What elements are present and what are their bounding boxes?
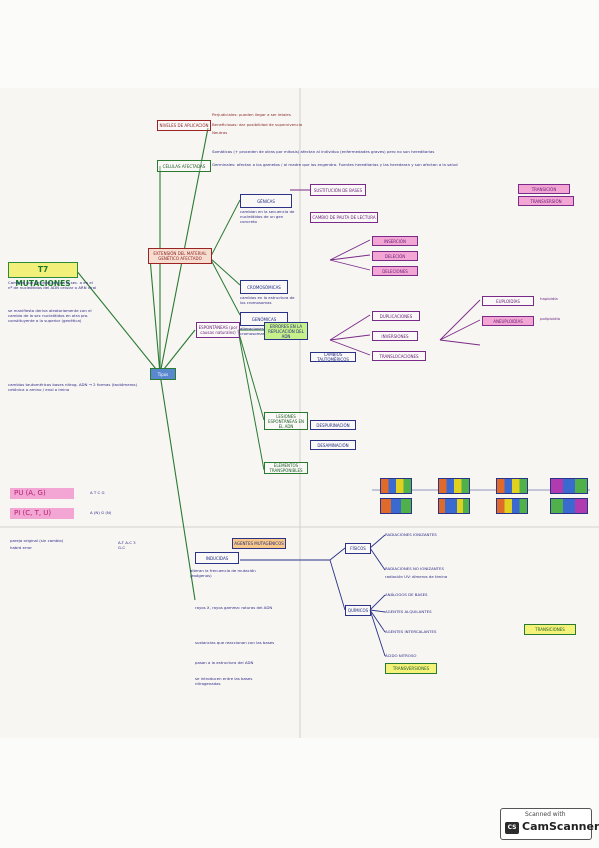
watermark-brand: CamScanner	[522, 820, 599, 833]
induced-transiciones: TRANSICIONES	[524, 624, 576, 635]
induced-chemical: QUÍMICOS	[345, 605, 371, 616]
spont-replication: ERRORES EN LA REPLICACIÓN DEL ADN	[264, 322, 308, 340]
gene-transversion: TRANSVERSIÓN	[518, 196, 574, 206]
gene-heading: GÉNICAS	[240, 194, 292, 208]
key-pyrimidines: PI (C, T, U)	[10, 508, 74, 519]
stripe-translocation-result	[550, 498, 588, 514]
bottom-pairs: A-T A-C 3 G-C	[118, 540, 136, 550]
induced-note-1: rayos X, rayos gamma: roturas del ADN	[195, 605, 273, 610]
camscanner-logo-icon: CS	[505, 822, 519, 834]
bottom-error: habrá error	[10, 545, 32, 550]
spont-transposicion: ELEMENTOS TRANSPONIBLES	[264, 462, 308, 474]
branch-extent: EXTENSIÓN DEL MATERIAL GENÉTICO AFECTADO	[148, 248, 212, 264]
stripe-inversion-result	[496, 498, 528, 514]
chrom-duplicaciones: DUPLICACIONES	[372, 311, 420, 321]
stripe-deletion-result	[380, 498, 412, 514]
gene-cambio-pauta: CAMBIO DE PAUTA DE LECTURA	[310, 212, 378, 223]
mind-map-sheet	[0, 88, 599, 738]
chrom-inversiones: INVERSIONES	[372, 331, 418, 341]
genomic-euploidias: EUPLOIDÍAS	[482, 296, 534, 306]
induced-intercalantes: AGENTES INTERCALANTES	[385, 629, 437, 634]
key-purines: PU (A, G)	[10, 488, 74, 499]
induced-physical: FÍSICOS	[345, 543, 371, 554]
induced-note-3: pasan a la estructura del ADN	[195, 660, 254, 665]
pairing-pu-detail: A T C G	[90, 490, 105, 495]
stripe-duplication-result	[438, 498, 470, 514]
chrom-deleciones: DELECIONES	[372, 266, 418, 276]
tautomeric-note: cambios tautoméricos bases nitrog. ADN →…	[8, 382, 138, 392]
induced-acido-nitroso: ÁCIDO NITROSO	[385, 653, 417, 658]
gene-insercion: INSERCIÓN	[372, 236, 418, 246]
spont-tautomeria: CAMBIOS TAUTOMÉRICOS	[310, 352, 356, 362]
induced-note-4: se introducen entre las bases nitrogenad…	[195, 676, 253, 686]
induced-note-2: sustancias que reaccionan con las bases	[195, 640, 275, 645]
spont-despurinacion: DESPURINACIÓN	[310, 420, 356, 430]
chromosomal-heading: CROMOSÓMICAS	[240, 280, 288, 294]
manifestation-text: se manifiesta deriva aleatoriamente con …	[8, 308, 92, 323]
stripe-duplication	[438, 478, 470, 494]
branch-level: NIVELES DE APLICACIÓN	[157, 120, 211, 131]
gene-sub: cambian en la secuencia de nucleótidos d…	[240, 209, 295, 224]
page-title: T7 MUTACIONES	[8, 262, 78, 288]
induced-alquilantes: AGENTES ALQUILANTES	[385, 609, 432, 614]
note-germinales: Germinales: afectan a los gametos / al m…	[212, 162, 458, 167]
stripe-deletion	[380, 478, 412, 494]
induced-heading: INDUCIDAS	[195, 552, 239, 564]
induced-radiation-nonion: RADIACIONES NO IONIZANTES	[385, 566, 444, 571]
induced-agents: AGENTES MUTAGÉNICOS	[232, 538, 286, 549]
induced-note-0: alteran la frecuencia de mutación (exóge…	[190, 568, 256, 578]
genomic-poliploidia: poliploidía	[540, 316, 560, 321]
induced-uv: radiación UV: dímeros de timina	[385, 574, 448, 579]
gene-transicion: TRANSICIÓN	[518, 184, 570, 194]
branch-cells: CÉLULAS AFECTADAS	[157, 160, 211, 172]
note-neutras: Neutras	[212, 130, 228, 135]
branch-spontaneous: ESPONTÁNEAS (por causas naturales)	[196, 322, 240, 338]
induced-analogos: ANÁLOGOS DE BASES	[385, 592, 428, 597]
stripe-inversion	[496, 478, 528, 494]
camscanner-watermark: Scanned with CS CamScanner	[500, 808, 599, 840]
gene-delecion: DELECIÓN	[372, 251, 418, 261]
note-beneficiosas: Beneficiosas: dar posibilidad de supervi…	[212, 122, 303, 127]
pairing-pi-detail: A (N) G (N)	[90, 510, 112, 515]
genomic-aneuploidias: ANEUPLOIDÍAS	[482, 316, 534, 326]
induced-radiation-ion: RADIACIONES IONIZANTES	[385, 532, 437, 537]
induced-transversiones: TRANSVERSIONES	[385, 663, 437, 674]
note-somaticas: Somáticas (+ proceden de otras por mitos…	[212, 149, 435, 154]
genomic-haploidia: haploidía	[540, 296, 558, 301]
bottom-correct: pareja original (sin cambio)	[10, 538, 64, 543]
chrom-translocaciones: TRANSLOCACIONES	[372, 351, 426, 361]
spont-lesiones: LESIONES ESPONTÁNEAS EN EL ADN	[264, 412, 308, 430]
chromosomal-sub: cambios en la estructura de los cromosom…	[240, 295, 295, 305]
note-perjudiciales: Perjudiciales: pueden llegar a ser letal…	[212, 112, 291, 117]
definition-text: Cambios que se producen en la sec. o en …	[8, 280, 97, 290]
gene-sustitucion: SUSTITUCIÓN DE BASES	[310, 184, 366, 196]
center-node-tipos: Tipos	[150, 368, 176, 380]
watermark-top-text: Scanned with	[525, 811, 566, 818]
stripe-translocation	[550, 478, 588, 494]
spont-desaminacion: DESAMINACIÓN	[310, 440, 356, 450]
